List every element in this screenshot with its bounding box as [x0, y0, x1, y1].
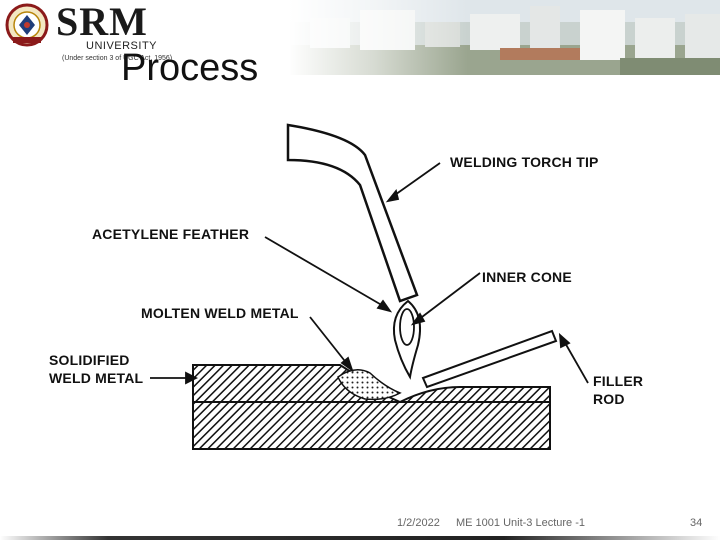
base-plate	[192, 401, 551, 450]
label-inner-cone: INNER CONE	[482, 269, 572, 285]
slide-title: Process	[121, 47, 259, 89]
welding-diagram: WELDING TORCH TIP ACETYLENE FEATHER INNE…	[49, 123, 643, 450]
brand-note: (Under section 3 of UGC Act, 1956)	[62, 55, 173, 62]
label-molten-weld-metal: MOLTEN WELD METAL	[141, 305, 299, 321]
brand-subtitle: UNIVERSITY	[86, 40, 158, 52]
label-torch-tip: WELDING TORCH TIP	[450, 154, 599, 170]
university-emblem-icon	[5, 3, 49, 47]
molten-pool	[337, 369, 402, 401]
right-plate	[399, 386, 551, 403]
bottom-rule	[0, 536, 720, 540]
page-number: 34	[690, 517, 703, 529]
label-filler-1: FILLER	[593, 373, 643, 389]
inner-cone	[399, 308, 415, 346]
footer-date: 1/2/2022	[397, 517, 440, 529]
footer-course: ME 1001 Unit-3 Lecture -1	[456, 517, 586, 529]
label-filler-2: ROD	[593, 391, 625, 407]
label-solidified-1: SOLIDIFIED	[49, 352, 130, 368]
brand-name: SRM	[56, 0, 148, 44]
label-acetylene-feather: ACETYLENE FEATHER	[92, 226, 249, 242]
header-banner: SRM UNIVERSITY (Under section 3 of UGC A…	[0, 0, 720, 75]
filler-rod	[421, 329, 558, 389]
label-solidified-2: WELD METAL	[49, 370, 144, 386]
welding-torch	[286, 123, 419, 303]
